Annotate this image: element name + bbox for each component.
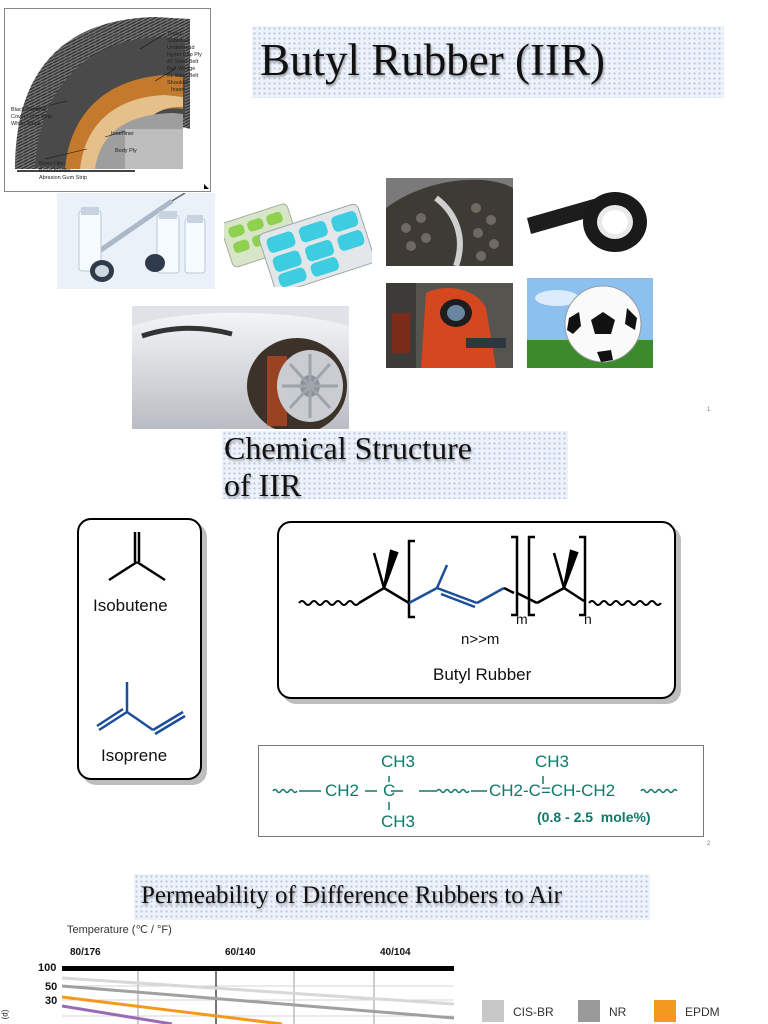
label-belt-wedge: Belt Wedge	[167, 66, 196, 72]
monomer-structures	[96, 532, 186, 736]
formula-chain-left: CH2	[325, 781, 360, 800]
top-tick-3: 40/104	[380, 947, 411, 958]
y-tick-30: 30	[45, 995, 58, 1007]
label-shoulder: Shoulder	[167, 80, 190, 86]
formula-mole-percent: (0.8 - 2.5 mole%)	[537, 809, 651, 825]
legend-swatch-cis-br	[482, 1000, 504, 1022]
photo-shoe-sole	[386, 178, 513, 266]
monomers-box: Isobutene Isoprene	[77, 518, 202, 780]
butyl-rubber-structure-box: m n n>>m Butyl Rubber	[277, 521, 676, 699]
ratio-label: n>>m	[461, 631, 500, 648]
slide-title-line-1: Chemical Structure	[224, 430, 472, 466]
butyl-rubber-label: Butyl Rubber	[433, 665, 532, 684]
y-tick-100: 100	[38, 962, 57, 974]
photo-tape-roll	[527, 178, 653, 262]
title-banner	[134, 874, 650, 920]
legend-label-cis-br: CIS-BR	[513, 1005, 554, 1019]
page-number: 2	[707, 841, 711, 847]
page-number: 1	[707, 407, 711, 413]
formula-bonds	[272, 776, 678, 810]
tire-cutaway-diagram: Tread Subtread Undertread Nylon Cap Ply …	[4, 8, 211, 192]
series-nr	[62, 984, 455, 1020]
series-cis-br	[62, 976, 455, 1006]
label-cover-gum-strip: Cover Gum Strip	[11, 114, 52, 120]
series-epdm	[62, 995, 283, 1024]
photo-soccer-ball	[527, 278, 653, 368]
top-tick-1: 80/176	[70, 947, 101, 958]
title-banner	[222, 431, 568, 499]
tire-illustration	[15, 17, 190, 172]
legend-swatch-nr	[578, 1000, 600, 1022]
label-steel-belt-2: #2 Steel Belt	[167, 59, 199, 65]
slide-title: Permeability of Difference Rubbers to Ai…	[141, 882, 562, 909]
polymer-chain-structure	[298, 535, 662, 619]
label-innerliner: Innerliner	[111, 131, 134, 137]
slide-title-line-2: of IIR	[224, 467, 302, 503]
label-insert: Insert	[171, 87, 185, 93]
label-nylon-cap-ply: Nylon Cap Ply	[167, 52, 202, 58]
slide-3: Permeability of Difference Rubbers to Ai…	[0, 850, 768, 1024]
legend-label-nr: NR	[609, 1005, 627, 1019]
formula-ch3-top-right: CH3	[535, 752, 570, 771]
isoprene-structure	[96, 682, 186, 736]
resize-corner-icon	[204, 184, 209, 189]
label-subtread: Subtread	[167, 38, 190, 44]
title-banner	[252, 26, 724, 98]
subscript-n: n	[584, 611, 592, 627]
photo-chewing-gum	[224, 185, 372, 287]
label-undertread: Undertread	[167, 45, 195, 51]
label-white-stripe: White Stripe	[11, 121, 41, 127]
isobutene-label: Isobutene	[93, 596, 168, 615]
series-purple	[62, 1004, 173, 1024]
legend-swatch-epdm	[654, 1000, 676, 1022]
formula-carbon: C	[383, 781, 396, 800]
top-tick-2: 60/140	[225, 947, 256, 958]
label-steel-belt-1: #1 Steel Belt	[167, 73, 199, 79]
photo-car-wheel	[132, 306, 349, 429]
isobutene-structure	[108, 532, 166, 582]
chart-legend: CIS-BR NR EPDM	[482, 1000, 768, 1024]
label-black-sidewall: Black Sidewall	[11, 107, 47, 113]
formula-ch3-bottom-left: CH3	[381, 812, 416, 831]
y-tick-50: 50	[45, 981, 58, 993]
label-abrasion-gum-strip: Abrasion Gum Strip	[39, 175, 87, 181]
formula-chain-right: CH2-C=CH-CH2	[489, 781, 616, 800]
label-tread: Tread	[167, 31, 182, 37]
photo-hazmat-suit	[386, 283, 513, 368]
slide-title: Butyl Rubber (IIR)	[260, 35, 605, 85]
slide-2: Chemical Structure of IIR Isobutene Isop…	[0, 425, 768, 850]
subscript-m: m	[516, 611, 528, 627]
formula-ch3-top-left: CH3	[381, 752, 416, 771]
axis-title: Temperature (℃ / °F)	[67, 924, 172, 936]
label-bead-filler: Bead Filler	[39, 161, 66, 167]
slide-1: Tread Subtread Undertread Nylon Cap Ply …	[0, 0, 768, 429]
permeability-chart-plot	[62, 966, 455, 1024]
label-body-ply: Body Ply	[115, 148, 137, 154]
photo-vials-syringe	[57, 193, 215, 289]
legend-label-epdm: EPDM	[685, 1005, 720, 1019]
label-bead-bundle: Bead Bundle	[39, 168, 71, 174]
condensed-formula-box: CH3 CH2 C CH3 CH3 CH2-C=CH-CH2 (0.8 - 2.…	[258, 745, 704, 837]
isoprene-label: Isoprene	[101, 746, 168, 765]
side-axis-label: (d)	[0, 1009, 10, 1020]
